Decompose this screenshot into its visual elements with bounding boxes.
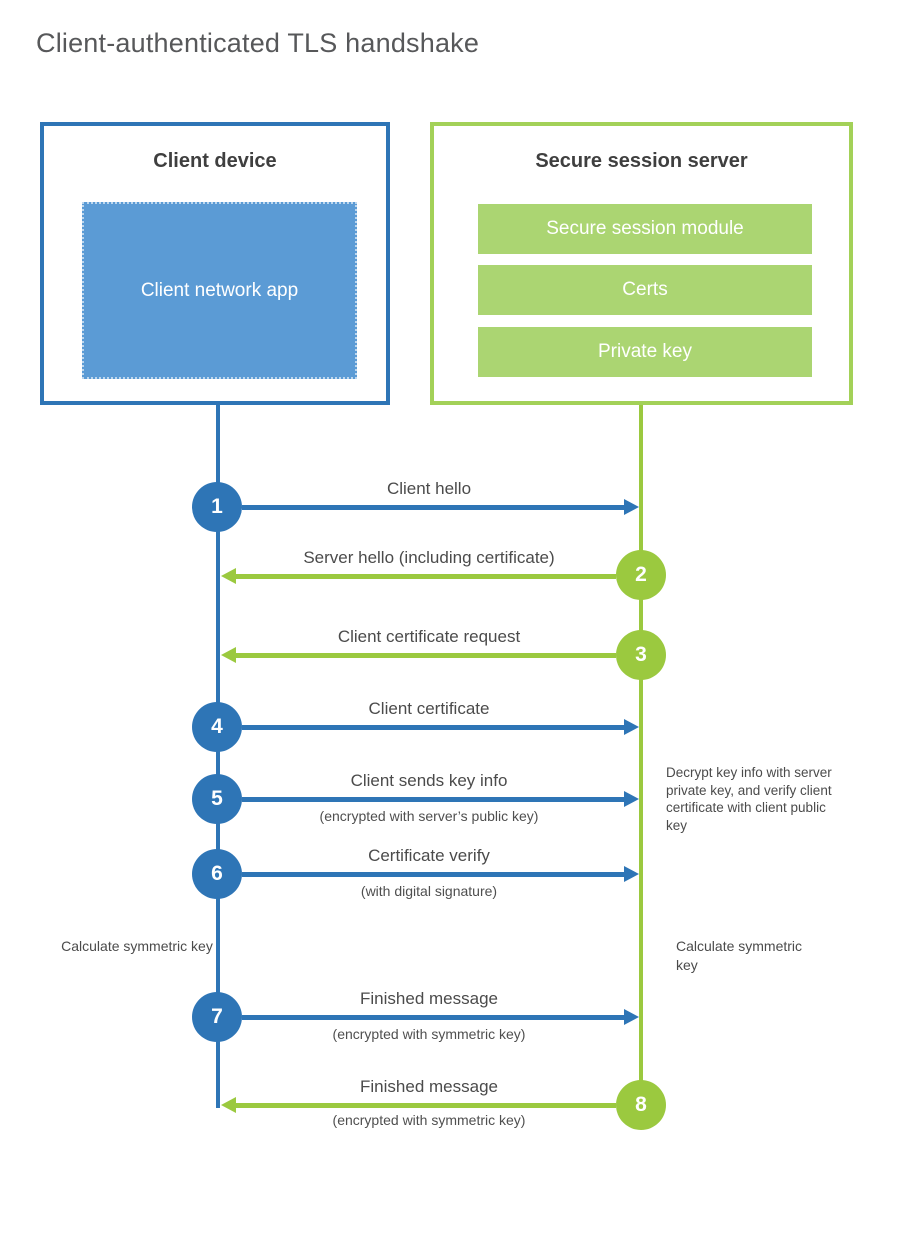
step-6-label: Certificate verify	[368, 846, 490, 865]
step-2-label: Server hello (including certificate)	[303, 548, 555, 567]
step-8-badge: 8	[616, 1080, 666, 1130]
step-8-label: Finished message	[360, 1077, 498, 1096]
step-6-badge: 6	[192, 849, 242, 899]
client-device-box: Client device Client network app	[40, 122, 390, 405]
server-calculate-symmetric-key-note: Calculate symmetric key	[676, 938, 803, 973]
step-6-arrow-shaft	[242, 872, 624, 877]
step-5-badge: 5	[192, 774, 242, 824]
server-lifeline	[639, 405, 643, 1108]
step-1-badge: 1	[192, 482, 242, 532]
secure-session-server-title: Secure session server	[535, 150, 748, 172]
step-4-arrow-shaft	[242, 725, 624, 730]
client-network-app-module: Client network app	[82, 202, 357, 379]
step-5-sublabel: (encrypted with server’s public key)	[319, 808, 539, 824]
step-1-arrow-shaft	[242, 505, 624, 510]
step-7-arrowhead-right-icon	[624, 1009, 639, 1025]
step-1-label: Client hello	[386, 479, 472, 498]
step-2-badge: 2	[616, 550, 666, 600]
server-decrypt-note: Decrypt key info with server private key…	[666, 765, 832, 833]
step-6-arrowhead-right-icon	[624, 866, 639, 882]
step-8-sublabel: (encrypted with symmetric key)	[332, 1112, 526, 1128]
step-8-arrow-shaft	[236, 1103, 616, 1108]
step-7-sublabel: (encrypted with symmetric key)	[332, 1026, 526, 1042]
step-2-arrow-shaft	[236, 574, 616, 579]
server-module-private-key: Private key	[478, 327, 812, 377]
step-3-arrow-shaft	[236, 653, 616, 658]
step-5-arrow-shaft	[242, 797, 624, 802]
client-calculate-symmetric-key-note: Calculate symmetric key	[61, 938, 213, 954]
client-lifeline	[216, 405, 220, 1108]
step-2-arrowhead-left-icon	[221, 568, 236, 584]
step-7-arrow-shaft	[242, 1015, 624, 1020]
client-network-app-label: Client network app	[140, 279, 299, 301]
page-title: Client-authenticated TLS handshake	[36, 28, 480, 58]
step-4-arrowhead-right-icon	[624, 719, 639, 735]
client-device-title: Client device	[153, 150, 277, 172]
step-4-badge: 4	[192, 702, 242, 752]
step-4-label: Client certificate	[368, 699, 490, 718]
step-3-badge: 3	[616, 630, 666, 680]
step-5-arrowhead-right-icon	[624, 791, 639, 807]
server-module-certs: Certs	[478, 265, 812, 315]
step-5-label: Client sends key info	[350, 771, 508, 790]
step-7-label: Finished message	[360, 989, 498, 1008]
step-7-badge: 7	[192, 992, 242, 1042]
step-8-arrowhead-left-icon	[221, 1097, 236, 1113]
secure-session-server-box: Secure session server Secure session mod…	[430, 122, 853, 405]
step-3-label: Client certificate request	[337, 627, 521, 646]
step-3-arrowhead-left-icon	[221, 647, 236, 663]
server-module-secure-session: Secure session module	[478, 204, 812, 254]
step-6-sublabel: (with digital signature)	[360, 883, 498, 899]
step-1-arrowhead-right-icon	[624, 499, 639, 515]
